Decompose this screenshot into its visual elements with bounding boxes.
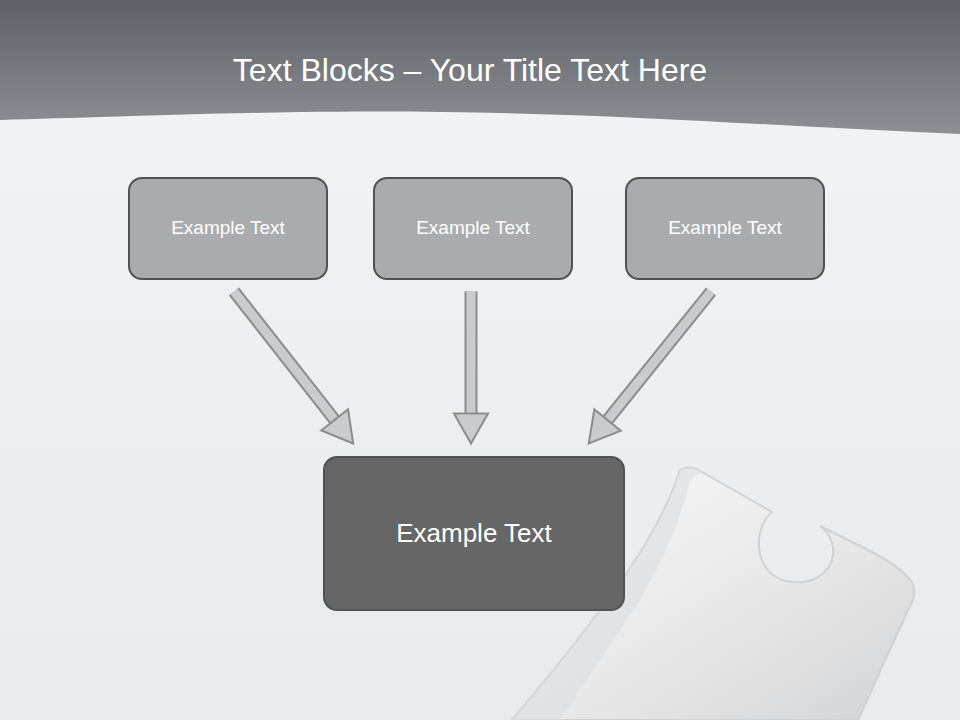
result-box: Example Text (323, 456, 625, 611)
header-band (0, 0, 960, 134)
slide-title: Text Blocks – Your Title Text Here (0, 52, 940, 89)
text-block: Example Text (373, 177, 573, 280)
arrow-body (234, 292, 336, 422)
text-block: Example Text (625, 177, 825, 280)
flow-arrow (589, 292, 711, 444)
arrow-outline (464, 292, 477, 416)
text-block: Example Text (128, 177, 328, 280)
arrow-body (466, 292, 475, 416)
arrow-body (606, 292, 711, 422)
block-text: Example Text (171, 217, 285, 239)
arrow-head (321, 409, 353, 443)
block-text: Example Text (668, 217, 782, 239)
arrow-outline (234, 292, 336, 422)
flow-arrow (454, 292, 488, 444)
block-text: Example Text (396, 518, 552, 549)
arrow-head (454, 413, 488, 443)
block-text: Example Text (416, 217, 530, 239)
arrow-outline (606, 292, 711, 422)
flow-arrow (234, 292, 353, 444)
arrow-head (589, 409, 621, 443)
